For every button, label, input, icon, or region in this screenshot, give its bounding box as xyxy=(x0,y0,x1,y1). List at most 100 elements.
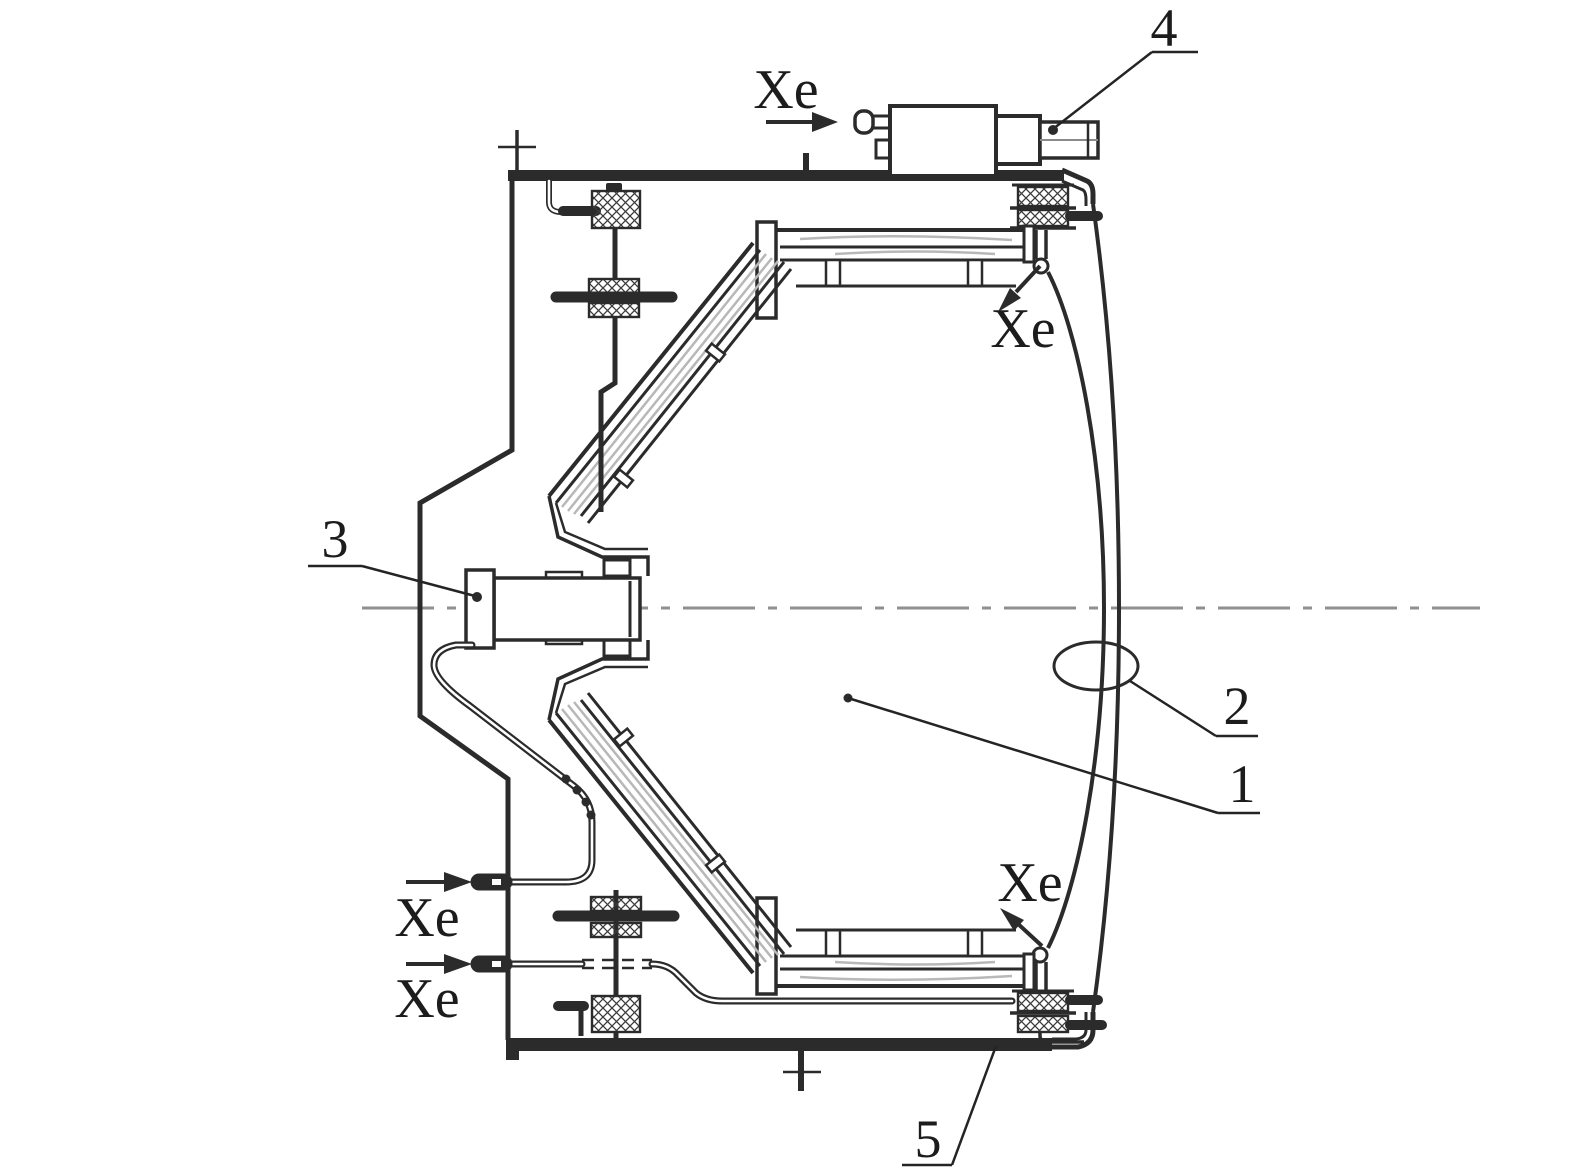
xe-label-cathode-inlet: Xe xyxy=(394,887,459,949)
xenon-feed-lines xyxy=(430,641,1016,1005)
lower-left-support-insulators xyxy=(552,890,680,1040)
upper-left-bolt-tip xyxy=(606,183,622,191)
lower-cone-clip-2 xyxy=(612,726,635,749)
upper-keeper-tab xyxy=(602,558,632,578)
top-right-end-plate xyxy=(1022,224,1036,264)
cathode-feed-pipe-core xyxy=(432,643,594,884)
top-liner-foot-2 xyxy=(966,258,984,288)
xe-arrow-upper-port-shaft xyxy=(1014,264,1042,294)
lower-cone-outer-2 xyxy=(554,712,762,967)
upper-cone-clip-2 xyxy=(612,467,635,490)
neutralizer-mid-section xyxy=(994,114,1042,166)
callout-3-leader xyxy=(361,564,476,598)
callout-leaders xyxy=(308,50,1260,1167)
part-label-3: 3 xyxy=(322,509,349,569)
callout-5-leader xyxy=(950,1045,998,1166)
lower-left-disc-1 xyxy=(589,895,643,913)
upper-left-disc-2 xyxy=(587,301,641,319)
xe-flow-arrow-icon xyxy=(812,112,838,132)
lower-grid-mount xyxy=(1010,946,1107,1050)
xe-flow-arrow-icon xyxy=(444,872,472,892)
upper-insulator-block-1 xyxy=(1016,185,1070,208)
callout-4-dot xyxy=(1048,125,1058,135)
part-label-1: 1 xyxy=(1229,754,1256,814)
feed-pipe-bead-2 xyxy=(572,785,582,795)
lower-cone-outer-1 xyxy=(547,718,755,975)
bottom-right-end-plate xyxy=(1022,952,1036,992)
lower-cone-shade-2 xyxy=(567,704,773,959)
neutralizer-assembly xyxy=(853,104,1100,178)
hollow-cathode-assembly xyxy=(464,568,642,650)
xe-label-upper-port: Xe xyxy=(990,298,1055,360)
top-shading-1 xyxy=(799,234,1013,242)
part-label-4: 4 xyxy=(1151,0,1178,58)
xe-label-distributor-inlet: Xe xyxy=(394,968,459,1030)
lower-corner-bracket-inner xyxy=(1052,1012,1088,1041)
top-mounting-plate xyxy=(508,170,1064,181)
inner-grid xyxy=(1046,271,1107,949)
bottom-liner-foot-2 xyxy=(966,928,984,958)
lower-insulator-block-2 xyxy=(1016,1014,1070,1034)
callout-2-leader xyxy=(1129,679,1217,738)
lower-cone-clip-1 xyxy=(704,852,727,875)
xe-flow-arrow-icon xyxy=(998,288,1021,312)
cathode-flange xyxy=(464,568,496,650)
lower-corner-bracket-outer xyxy=(1050,1012,1096,1050)
upper-left-insulator-block xyxy=(590,189,642,230)
ion-optics-grids xyxy=(1046,203,1140,1013)
part-label-5: 5 xyxy=(915,1109,942,1169)
upper-left-disc-1 xyxy=(587,277,641,295)
upper-backplate-outer xyxy=(547,495,650,576)
lower-backplate-inner xyxy=(554,665,648,714)
top-liner-foot-1 xyxy=(824,258,842,288)
thruster-housing xyxy=(417,130,1064,1091)
lower-left-insulator-block xyxy=(590,994,642,1034)
xe-flow-markers: Xe Xe Xe Xe Xe xyxy=(394,59,1062,1030)
feed-pipe-bead-3 xyxy=(581,797,591,807)
bottom-plate-end-hook xyxy=(506,1051,519,1060)
upper-insulator-block-2 xyxy=(1016,208,1070,228)
upper-cone-clip-1 xyxy=(704,341,727,364)
top-shading-2 xyxy=(834,250,996,256)
outer-grid xyxy=(1091,203,1122,1013)
bottom-shading-1 xyxy=(799,974,1013,982)
discharge-chamber-bottom-section xyxy=(755,896,1036,996)
left-back-wall xyxy=(417,170,515,1040)
callout-4-leader xyxy=(1052,51,1153,130)
lower-backplate-outer xyxy=(547,640,650,721)
neutralizer-inlet-cap xyxy=(853,109,875,135)
xe-flow-arrow-icon xyxy=(444,954,472,974)
upper-cone-anode-1 xyxy=(579,261,786,517)
upper-left-support-insulators xyxy=(546,178,678,512)
lower-cone-shade-3 xyxy=(573,701,779,956)
upper-cone-outer-1 xyxy=(547,241,755,498)
lower-keeper-tab xyxy=(602,638,632,658)
lower-left-disc-2 xyxy=(589,921,643,939)
discharge-chamber-lower-cone xyxy=(547,638,793,975)
upper-grid-mount xyxy=(1010,167,1103,275)
lower-cone-anode-1 xyxy=(579,699,786,955)
bottom-shading-2 xyxy=(834,960,996,966)
distributor-feed-pipe-b-core xyxy=(650,962,1014,1003)
part-label-2: 2 xyxy=(1224,676,1251,736)
upper-cone-shade-1 xyxy=(561,253,767,508)
bottom-mounting-plate xyxy=(506,1038,1052,1051)
neutralizer-foot xyxy=(874,138,892,160)
cathode-body xyxy=(492,576,642,642)
neutralizer-body xyxy=(888,104,998,178)
callout-3-dot xyxy=(472,592,482,602)
upper-cone-shade-3 xyxy=(573,260,779,515)
upper-backplate-inner xyxy=(554,502,648,551)
top-left-flange xyxy=(755,220,778,320)
xe-arrow-lower-port-shaft xyxy=(1015,921,1044,948)
lower-cone-shade-1 xyxy=(561,708,767,963)
xe-label-lower-port: Xe xyxy=(997,852,1062,914)
lower-mount-elbow xyxy=(1038,1033,1084,1044)
xe-label-neutralizer: Xe xyxy=(753,59,818,121)
upper-corner-bracket-inner xyxy=(1061,179,1088,206)
callout-1-leader xyxy=(847,696,1219,815)
upper-cone-outer-2 xyxy=(554,249,762,504)
grid-detail-ellipse xyxy=(1052,640,1140,692)
xe-flow-arrow-icon xyxy=(1000,908,1024,931)
